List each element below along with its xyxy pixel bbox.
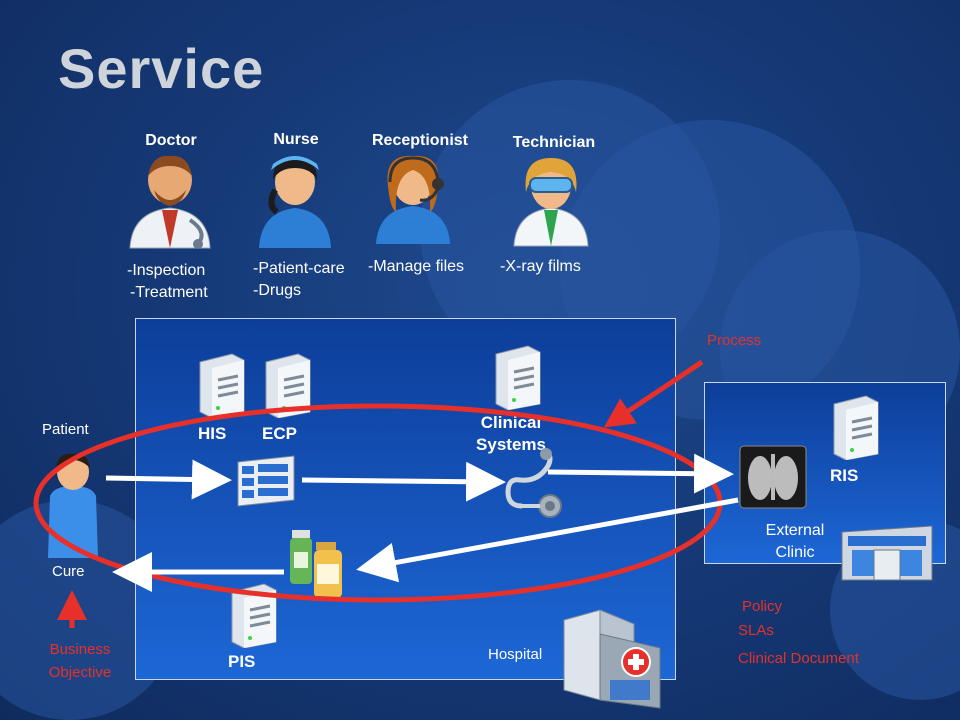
doctor-tasks: -Inspection -Treatment xyxy=(127,260,208,304)
doctor-avatar-icon xyxy=(129,155,211,249)
doctor-task: -Treatment xyxy=(130,284,208,301)
pis-server-icon xyxy=(231,583,277,648)
role-receptionist-label: Receptionist xyxy=(371,132,468,149)
ecp-label: ECP xyxy=(262,424,297,443)
nurse-task: -Patient-care xyxy=(253,260,345,277)
business-objective-label: Business Objective xyxy=(48,641,112,681)
hospital-label: Hospital xyxy=(488,646,543,663)
arrow-clinical-to-ris xyxy=(547,453,734,494)
role-nurse-label: Nurse xyxy=(273,131,319,148)
patient-label: Patient xyxy=(42,421,89,438)
ris-server-icon xyxy=(833,395,879,460)
drug-bottles-icon xyxy=(290,530,342,598)
arrow-ris-to-drugs xyxy=(356,497,739,583)
xray-film-icon xyxy=(739,445,807,509)
ris-label: RIS xyxy=(830,466,859,485)
page-title: Service xyxy=(58,37,265,100)
policy-label: Policy xyxy=(742,598,783,615)
clinical-document-label: Clinical Document xyxy=(738,650,859,667)
nurse-task: -Drugs xyxy=(253,282,302,299)
clinic-building-icon xyxy=(841,525,933,581)
arrow-process xyxy=(603,359,704,428)
doctor-task: -Inspection xyxy=(127,262,206,279)
external-clinic-label: External Clinic xyxy=(765,522,825,561)
his-server-icon xyxy=(199,353,245,418)
arrow-patient-to-ecp xyxy=(105,459,232,500)
technician-task: -X-ray films xyxy=(500,258,581,275)
role-doctor-label: Doctor xyxy=(145,132,197,149)
stethoscope-icon xyxy=(505,447,562,518)
technician-avatar-icon xyxy=(513,158,589,247)
nurse-avatar-icon xyxy=(259,156,331,248)
role-technician-label: Technician xyxy=(512,134,596,151)
arrow-ecp-to-clinical xyxy=(301,461,506,502)
clinical-systems-server-icon xyxy=(495,345,541,410)
slas-label: SLAs xyxy=(738,622,774,639)
receptionist-avatar-icon xyxy=(376,155,450,244)
nurse-tasks: -Patient-care -Drugs xyxy=(253,258,345,302)
hospital-building-icon xyxy=(563,609,661,709)
pis-label: PIS xyxy=(228,652,256,671)
process-label: Process xyxy=(707,332,762,349)
medical-record-icon xyxy=(237,455,295,507)
his-label: HIS xyxy=(198,424,227,443)
cure-label: Cure xyxy=(52,563,85,580)
ecp-server-icon xyxy=(265,353,311,418)
receptionist-task: -Manage files xyxy=(368,258,465,275)
